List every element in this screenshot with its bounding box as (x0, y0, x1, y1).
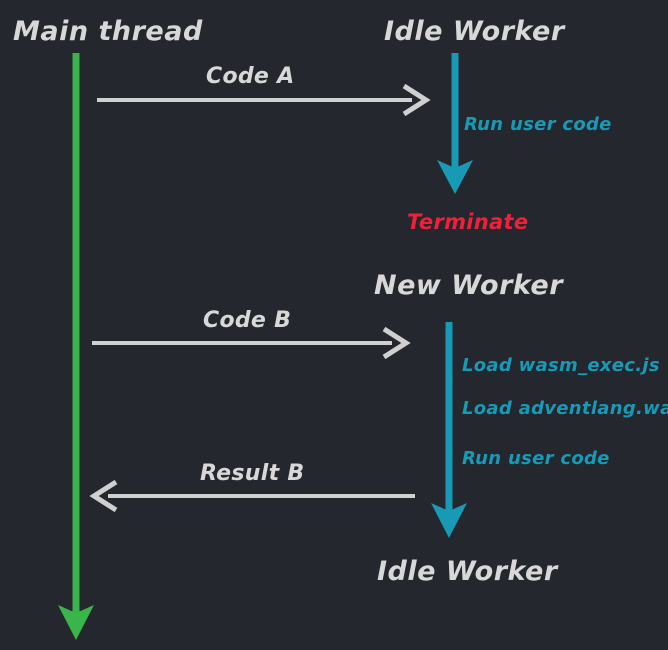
participant-title-main-thread: Main thread (13, 16, 203, 47)
message-arrowhead-result-b-icon (89, 479, 118, 513)
message-arrowhead-code-a-icon (402, 83, 431, 117)
message-arrowhead-code-b-icon (382, 326, 411, 360)
note-load-wasm-exec: Load wasm_exec.js (462, 355, 660, 376)
note-run-user-code-top: Run user code (464, 114, 612, 135)
participant-title-idle-worker-top: Idle Worker (384, 16, 565, 47)
note-terminate: Terminate (407, 210, 529, 234)
note-load-adventlang: Load adventlang.wasm (462, 398, 668, 419)
note-run-user-code-bottom: Run user code (462, 448, 610, 469)
idle-worker-top-arrowhead-icon (437, 160, 473, 194)
participant-title-idle-worker-bottom: Idle Worker (377, 556, 558, 587)
new-worker-arrowhead-icon (431, 503, 467, 538)
main-thread-arrowhead-icon (58, 605, 94, 640)
message-label-code-b: Code B (203, 308, 292, 333)
message-label-code-a: Code A (206, 64, 295, 89)
message-label-result-b: Result B (200, 461, 305, 486)
participant-title-new-worker: New Worker (374, 270, 564, 301)
